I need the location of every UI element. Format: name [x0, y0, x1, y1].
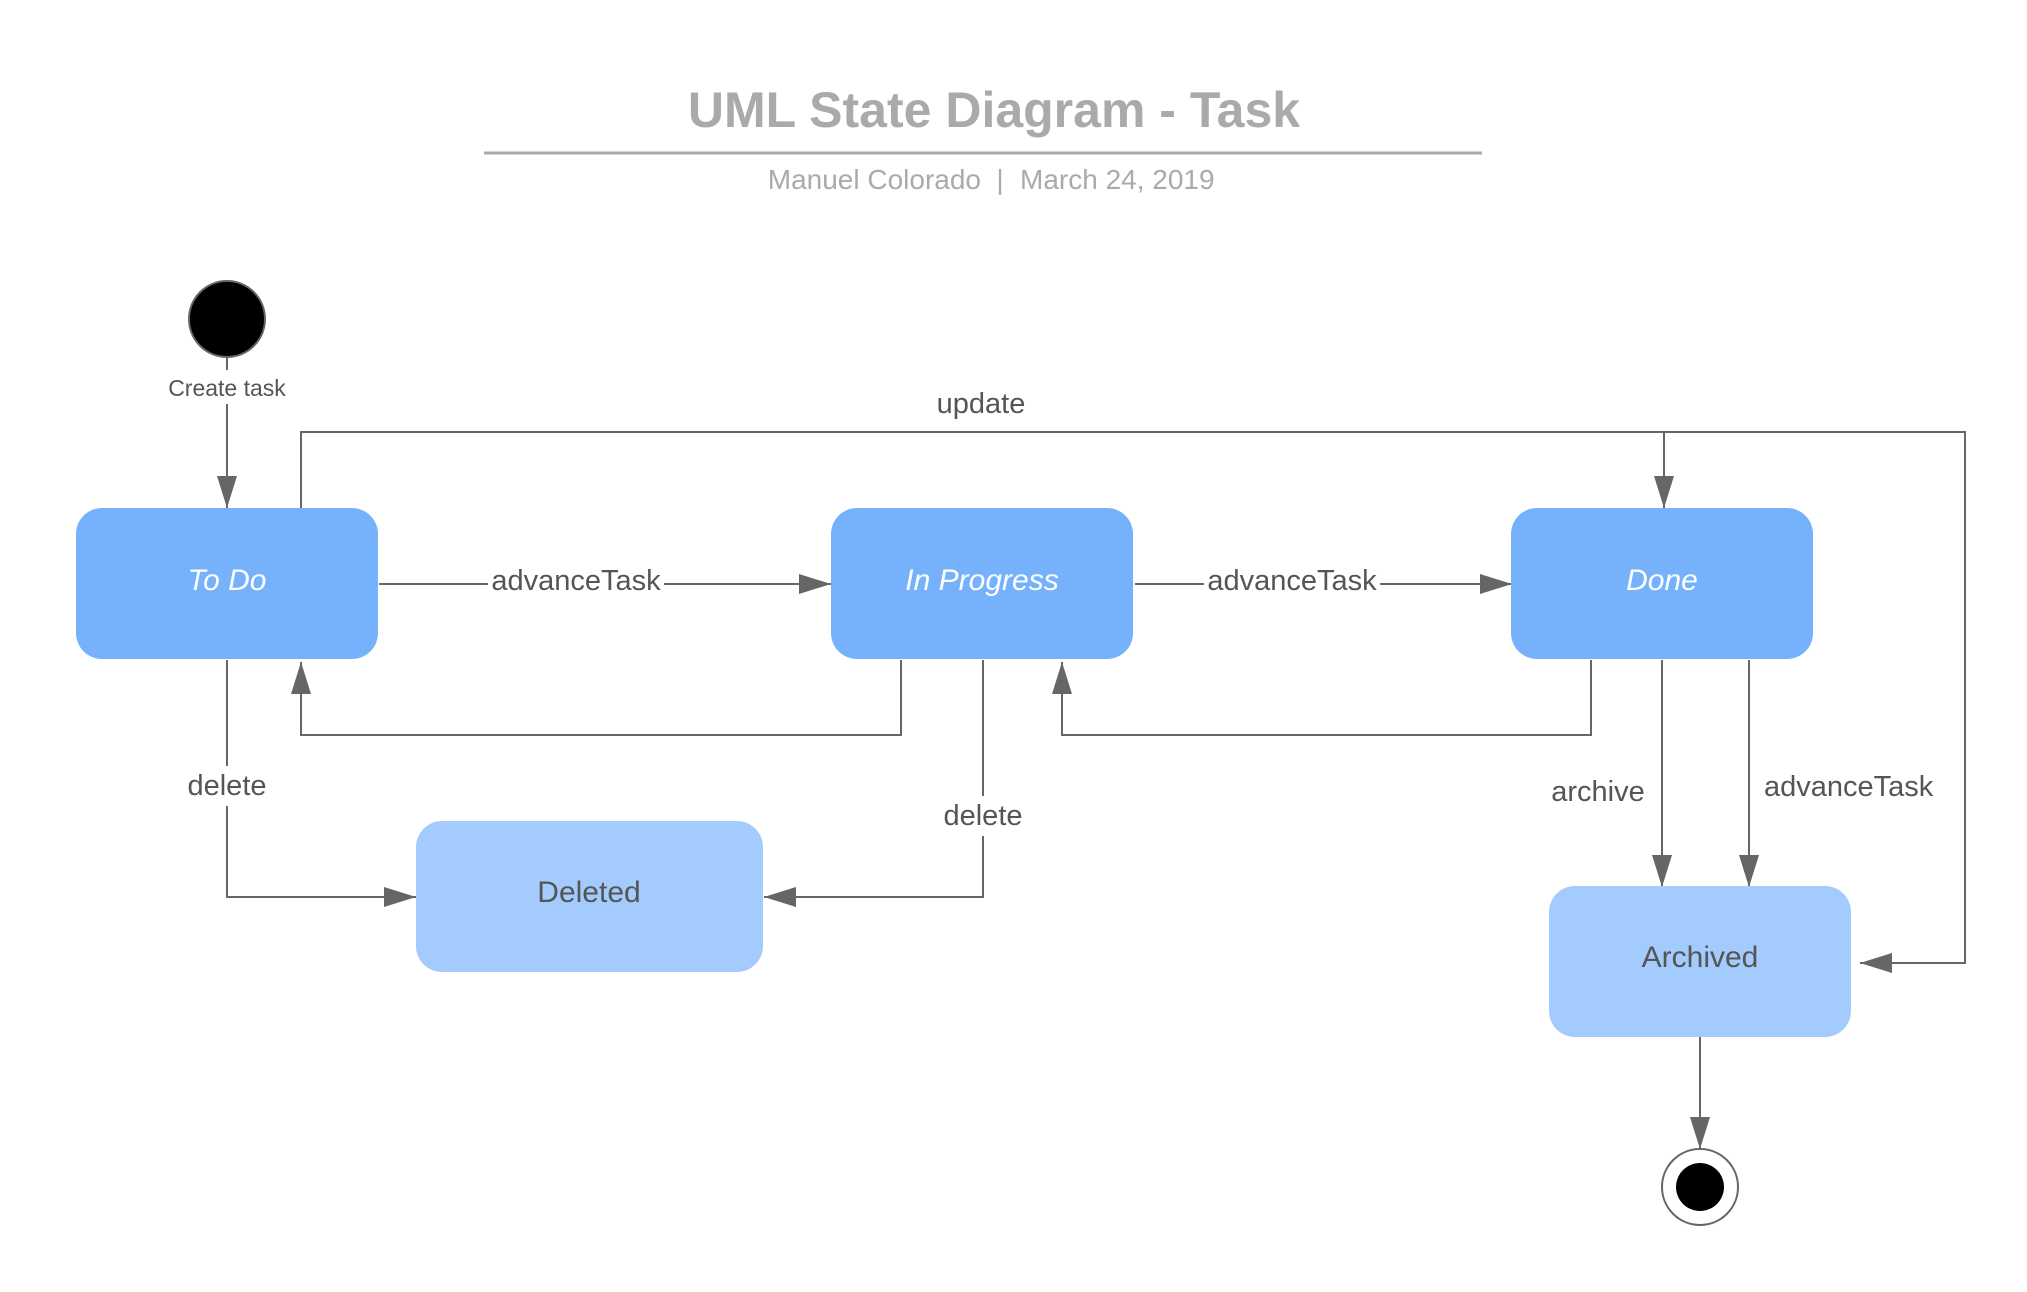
label-update: update	[937, 388, 1026, 420]
label-advance-done-archived: advanceTask	[1764, 771, 1934, 803]
state-done[interactable]: Done	[1511, 508, 1813, 659]
edge-update	[300, 431, 1966, 973]
label-create-task: Create task	[168, 375, 286, 401]
subtitle-date: March 24, 2019	[1020, 164, 1215, 195]
label-advance-progress-done: advanceTask	[1207, 565, 1377, 597]
edge-progress-delete	[764, 660, 984, 907]
state-todo-label: To Do	[188, 564, 267, 597]
label-delete-todo: delete	[187, 770, 266, 802]
state-deleted-label: Deleted	[537, 876, 640, 909]
label-archive: archive	[1551, 776, 1645, 808]
edge-todo-delete	[226, 660, 416, 907]
state-todo[interactable]: To Do	[76, 508, 378, 659]
label-delete-progress: delete	[943, 800, 1022, 832]
page-title: UML State Diagram - Task	[688, 82, 1300, 138]
state-in-progress[interactable]: In Progress	[831, 508, 1133, 659]
subtitle-author: Manuel Colorado	[768, 164, 981, 195]
state-deleted[interactable]: Deleted	[416, 821, 763, 972]
final-state-node	[1661, 1148, 1739, 1226]
subtitle-separator: |	[996, 164, 1003, 195]
state-archived[interactable]: Archived	[1549, 886, 1851, 1037]
state-in-progress-label: In Progress	[905, 564, 1058, 597]
state-done-label: Done	[1626, 564, 1698, 597]
edge-done-back-progress	[1052, 660, 1592, 736]
state-archived-label: Archived	[1642, 941, 1759, 974]
edge-progress-back-todo	[291, 660, 902, 736]
initial-state-node	[188, 280, 266, 358]
label-advance-todo-progress: advanceTask	[491, 565, 661, 597]
